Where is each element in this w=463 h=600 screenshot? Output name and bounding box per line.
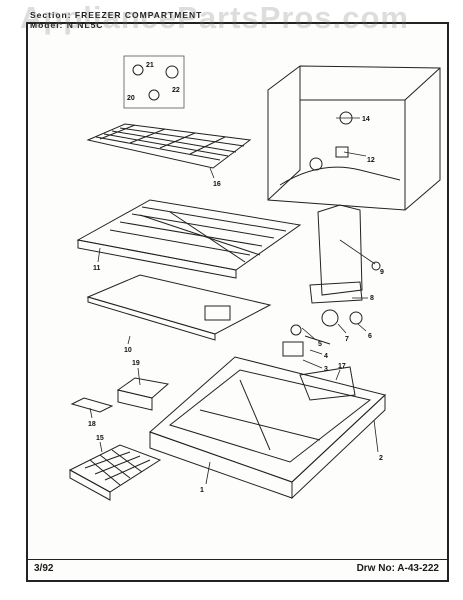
callout-11: 11 <box>93 265 101 272</box>
callout-3: 3 <box>324 366 328 373</box>
part-18-trim <box>70 397 114 413</box>
callout-7: 7 <box>345 336 349 343</box>
section-title: Section: FREEZER COMPARTMENT <box>30 10 203 20</box>
model-label: Model: N NL5C <box>30 20 104 30</box>
part-10-panel <box>86 274 272 341</box>
footer-divider <box>28 559 447 560</box>
callout-4: 4 <box>324 353 328 360</box>
callout-18: 18 <box>88 421 96 428</box>
callout-12: 12 <box>367 157 375 164</box>
freezer-cabinet <box>267 65 441 211</box>
part-19-pan <box>116 377 170 411</box>
callout-15: 15 <box>96 435 104 442</box>
callout-10: 10 <box>124 347 132 354</box>
callout-8: 8 <box>370 295 374 302</box>
callout-9: 9 <box>380 269 384 276</box>
callout-20: 20 <box>127 95 135 102</box>
part-15-ice-tray <box>68 444 162 501</box>
diagram-sheet: Section: FREEZER COMPARTMENT Model: N NL… <box>26 10 449 582</box>
part-20-21-22 <box>123 55 185 109</box>
part-1-base <box>149 356 387 500</box>
callout-19: 19 <box>132 360 140 367</box>
drawing-date: 3/92 <box>34 563 54 574</box>
callout-17: 17 <box>338 363 346 370</box>
callout-16: 16 <box>213 181 221 188</box>
callout-14: 14 <box>362 116 370 123</box>
part-8-evaporator <box>309 204 381 304</box>
callout-22: 22 <box>172 87 180 94</box>
callout-21: 21 <box>146 62 154 69</box>
callout-5: 5 <box>318 341 322 348</box>
callout-6: 6 <box>368 333 372 340</box>
part-16-wire-shelf <box>86 123 252 169</box>
drawing-number: Drw No: A-43-222 <box>356 563 439 574</box>
watermark: AppliancePartsPros.com <box>20 0 409 35</box>
part-11-shelf <box>76 199 302 279</box>
part-3-7-fan-assembly <box>282 309 363 357</box>
diagram-header: Section: FREEZER COMPARTMENT Model: N NL… <box>30 10 202 30</box>
callout-1: 1 <box>200 487 204 494</box>
callout-2: 2 <box>379 455 383 462</box>
